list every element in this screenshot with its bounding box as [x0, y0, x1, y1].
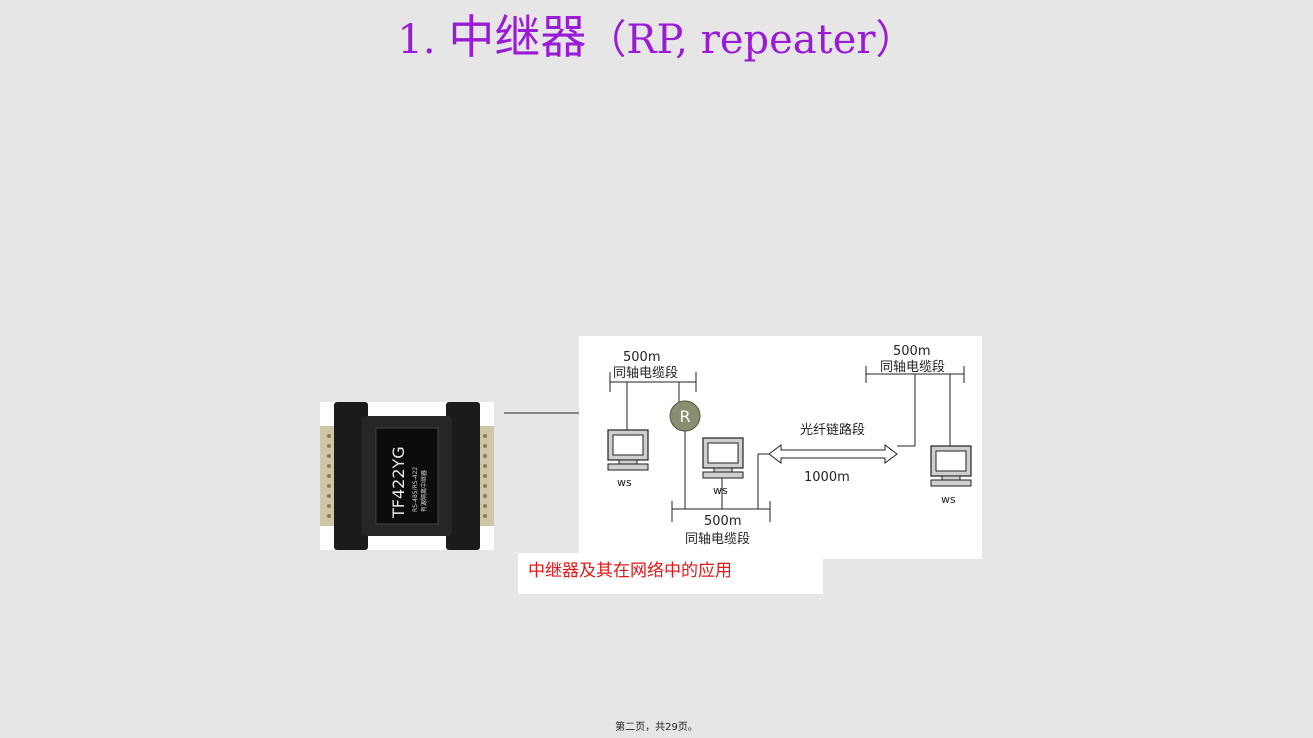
figure-caption: 中继器及其在网络中的应用 [518, 553, 823, 594]
ws-label-1: ws [617, 476, 632, 489]
title-chinese: 中继器 [448, 10, 587, 64]
seg-top-left-length: 500m [623, 350, 660, 365]
ws-label-2: ws [713, 484, 728, 497]
seg-bottom-label: 同轴电缆段 [685, 531, 750, 547]
title-number: 1. [397, 17, 436, 63]
device-model-text: TF422YG [389, 446, 408, 519]
workstation-icon [930, 445, 972, 487]
repeater-device-photo: TF422YG RS-485/RS-422 有源隔离中继器 [320, 402, 494, 550]
seg-bottom-length: 500m [704, 514, 741, 529]
seg-top-right-label: 同轴电缆段 [880, 359, 945, 375]
title-paren-open: （ [586, 17, 627, 63]
page-footer: 第二页，共29页。 [615, 722, 698, 733]
device-sub-label: RS-485/RS-422 [412, 467, 419, 512]
device-sub-label-cn: 有源隔离中继器 [420, 470, 428, 512]
seg-top-left-label: 同轴电缆段 [613, 365, 678, 381]
caption-text: 中继器及其在网络中的应用 [528, 561, 732, 581]
seg-top-right-length: 500m [893, 344, 930, 359]
repeater-symbol: R [679, 407, 690, 426]
ws-label-3: ws [941, 493, 956, 506]
fiber-length: 1000m [804, 470, 850, 485]
title-english: RP, repeater [626, 17, 876, 63]
slide-title: 1. 中继器（RP, repeater） [0, 2, 1313, 75]
title-paren-close: ） [875, 17, 916, 63]
fiber-label: 光纤链路段 [800, 422, 865, 438]
network-diagram: 500m 同轴电缆段 R ws ws 500m 同轴电缆段 [579, 336, 982, 559]
workstation-icon [702, 437, 744, 479]
workstation-icon [607, 429, 649, 471]
fiber-link-arrow [768, 444, 898, 464]
